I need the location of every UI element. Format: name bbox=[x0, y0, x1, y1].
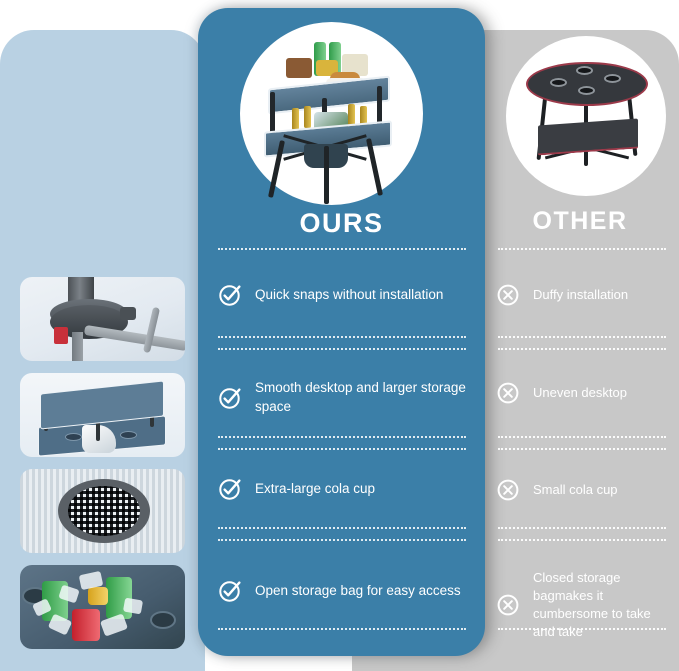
divider bbox=[498, 348, 666, 350]
x-circle-icon bbox=[496, 478, 520, 502]
divider bbox=[498, 539, 666, 541]
check-circle-icon bbox=[218, 283, 242, 307]
leg-shape bbox=[72, 332, 83, 361]
post-shape bbox=[377, 86, 382, 130]
divider bbox=[218, 539, 466, 541]
divider bbox=[218, 336, 466, 338]
ours-feature-row: Extra-large cola cup bbox=[218, 477, 470, 501]
beer-bottle-shape bbox=[292, 108, 299, 130]
can-shape bbox=[72, 609, 100, 641]
divider bbox=[498, 248, 666, 250]
food-box-shape bbox=[286, 58, 312, 78]
other-feature-row: Uneven desktop bbox=[496, 381, 668, 405]
ice-cube-shape bbox=[47, 613, 73, 636]
divider bbox=[498, 448, 666, 450]
left-detail-panel bbox=[0, 30, 205, 671]
divider bbox=[218, 436, 466, 438]
cup-holder-shape bbox=[150, 611, 176, 629]
other-feature-label: Uneven desktop bbox=[533, 385, 627, 401]
cup-hole-shape bbox=[120, 431, 137, 439]
check-circle-icon bbox=[218, 386, 242, 410]
leg-shape bbox=[96, 409, 100, 441]
other-column-title: OTHER bbox=[532, 207, 628, 235]
ours-feature-row: Smooth desktop and larger storage space bbox=[218, 379, 470, 416]
other-feature-label: Duffy installation bbox=[533, 287, 629, 303]
x-circle-icon bbox=[496, 381, 520, 405]
ice-cube-shape bbox=[99, 613, 129, 637]
divider bbox=[498, 527, 666, 529]
thumbnail-mesh-cup-holder[interactable] bbox=[20, 469, 185, 553]
lower-shelf-shape bbox=[538, 118, 638, 156]
beer-bottle-shape bbox=[304, 106, 311, 128]
divider bbox=[218, 628, 466, 630]
snack-bag-shape bbox=[342, 54, 368, 76]
ours-product-image bbox=[252, 34, 412, 204]
thumbnail-ice-and-cans[interactable] bbox=[20, 565, 185, 649]
divider bbox=[218, 248, 466, 250]
thumbnail-table-top-view[interactable] bbox=[20, 373, 185, 457]
other-feature-label: Closed storage bagmakes it cumbersome to… bbox=[533, 570, 651, 639]
leg-shape bbox=[324, 146, 329, 204]
mesh-shape bbox=[68, 486, 140, 536]
check-circle-icon bbox=[218, 579, 242, 603]
cup-hole-shape bbox=[576, 66, 593, 75]
cup-hole-shape bbox=[550, 78, 567, 87]
ours-feature-row: Open storage bag for easy access bbox=[218, 579, 470, 603]
ours-feature-label: Smooth desktop and larger storage space bbox=[255, 380, 466, 414]
post-shape bbox=[270, 92, 275, 136]
divider bbox=[498, 436, 666, 438]
other-feature-row: Small cola cup bbox=[496, 478, 668, 502]
ours-feature-label: Quick snaps without installation bbox=[255, 286, 444, 302]
thumbnail-snap-connector[interactable] bbox=[20, 277, 185, 361]
ours-feature-row: Quick snaps without installation bbox=[218, 283, 470, 307]
cup-hole-shape bbox=[65, 433, 82, 441]
divider bbox=[218, 348, 466, 350]
other-feature-label: Small cola cup bbox=[533, 482, 618, 498]
ours-feature-label: Extra-large cola cup bbox=[255, 480, 376, 496]
beer-bottle-shape bbox=[360, 106, 367, 128]
divider bbox=[218, 448, 466, 450]
cup-hole-shape bbox=[578, 86, 595, 95]
ours-column-title: OURS bbox=[299, 208, 384, 238]
divider bbox=[218, 527, 466, 529]
product-detail-thumbnails bbox=[20, 277, 185, 649]
cup-hole-shape bbox=[604, 74, 621, 83]
divider bbox=[498, 336, 666, 338]
can-shape bbox=[88, 587, 108, 605]
other-product-image bbox=[520, 48, 654, 184]
ours-feature-label: Open storage bag for easy access bbox=[255, 582, 461, 598]
divider bbox=[498, 628, 666, 630]
snap-tab-shape bbox=[120, 307, 136, 320]
upper-desktop-shape bbox=[268, 75, 390, 115]
beer-bottle-shape bbox=[348, 104, 355, 126]
x-circle-icon bbox=[496, 593, 520, 617]
x-circle-icon bbox=[496, 283, 520, 307]
other-feature-row: Duffy installation bbox=[496, 283, 668, 307]
red-label-shape bbox=[54, 327, 68, 344]
other-feature-row: Closed storage bagmakes it cumbersome to… bbox=[496, 569, 668, 641]
ice-cube-shape bbox=[122, 597, 144, 615]
check-circle-icon bbox=[218, 477, 242, 501]
round-desktop-shape bbox=[526, 62, 648, 106]
